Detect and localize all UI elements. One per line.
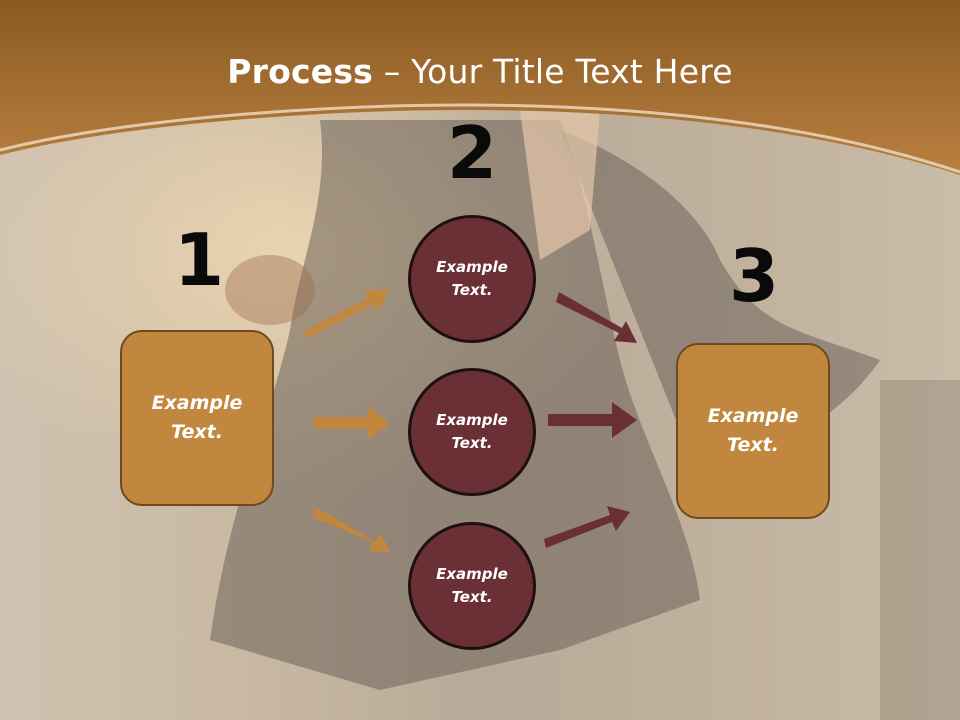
step-2-circle-1: Example Text. — [408, 215, 536, 343]
arrow-1-to-2b — [314, 406, 390, 440]
step-3-label: Example Text. — [707, 405, 799, 456]
step-2-circle-1-label: Example Text. — [436, 258, 508, 299]
step-3-box: Example Text. — [676, 343, 830, 519]
step-1-box: Example Text. — [120, 330, 274, 506]
slide-title: Process – Your Title Text Here — [0, 52, 960, 91]
step-2-circle-2: Example Text. — [408, 368, 536, 496]
title-rest: – Your Title Text Here — [373, 52, 733, 91]
step-1-label: Example Text. — [151, 392, 243, 443]
step-2-circle-3-label: Example Text. — [436, 565, 508, 606]
arrow-1-to-2a — [302, 290, 389, 338]
step-2-number: 2 — [446, 111, 498, 195]
step-3-number: 3 — [728, 234, 780, 318]
step-2-circle-3: Example Text. — [408, 522, 536, 650]
step-1-number: 1 — [173, 218, 225, 302]
arrow-2b-to-3 — [548, 402, 637, 438]
title-bold: Process — [227, 52, 374, 91]
arrow-2a-to-3 — [556, 292, 637, 343]
arrow-1-to-2c — [312, 507, 391, 552]
arrow-2c-to-3 — [544, 506, 630, 548]
step-2-circle-2-label: Example Text. — [436, 411, 508, 452]
